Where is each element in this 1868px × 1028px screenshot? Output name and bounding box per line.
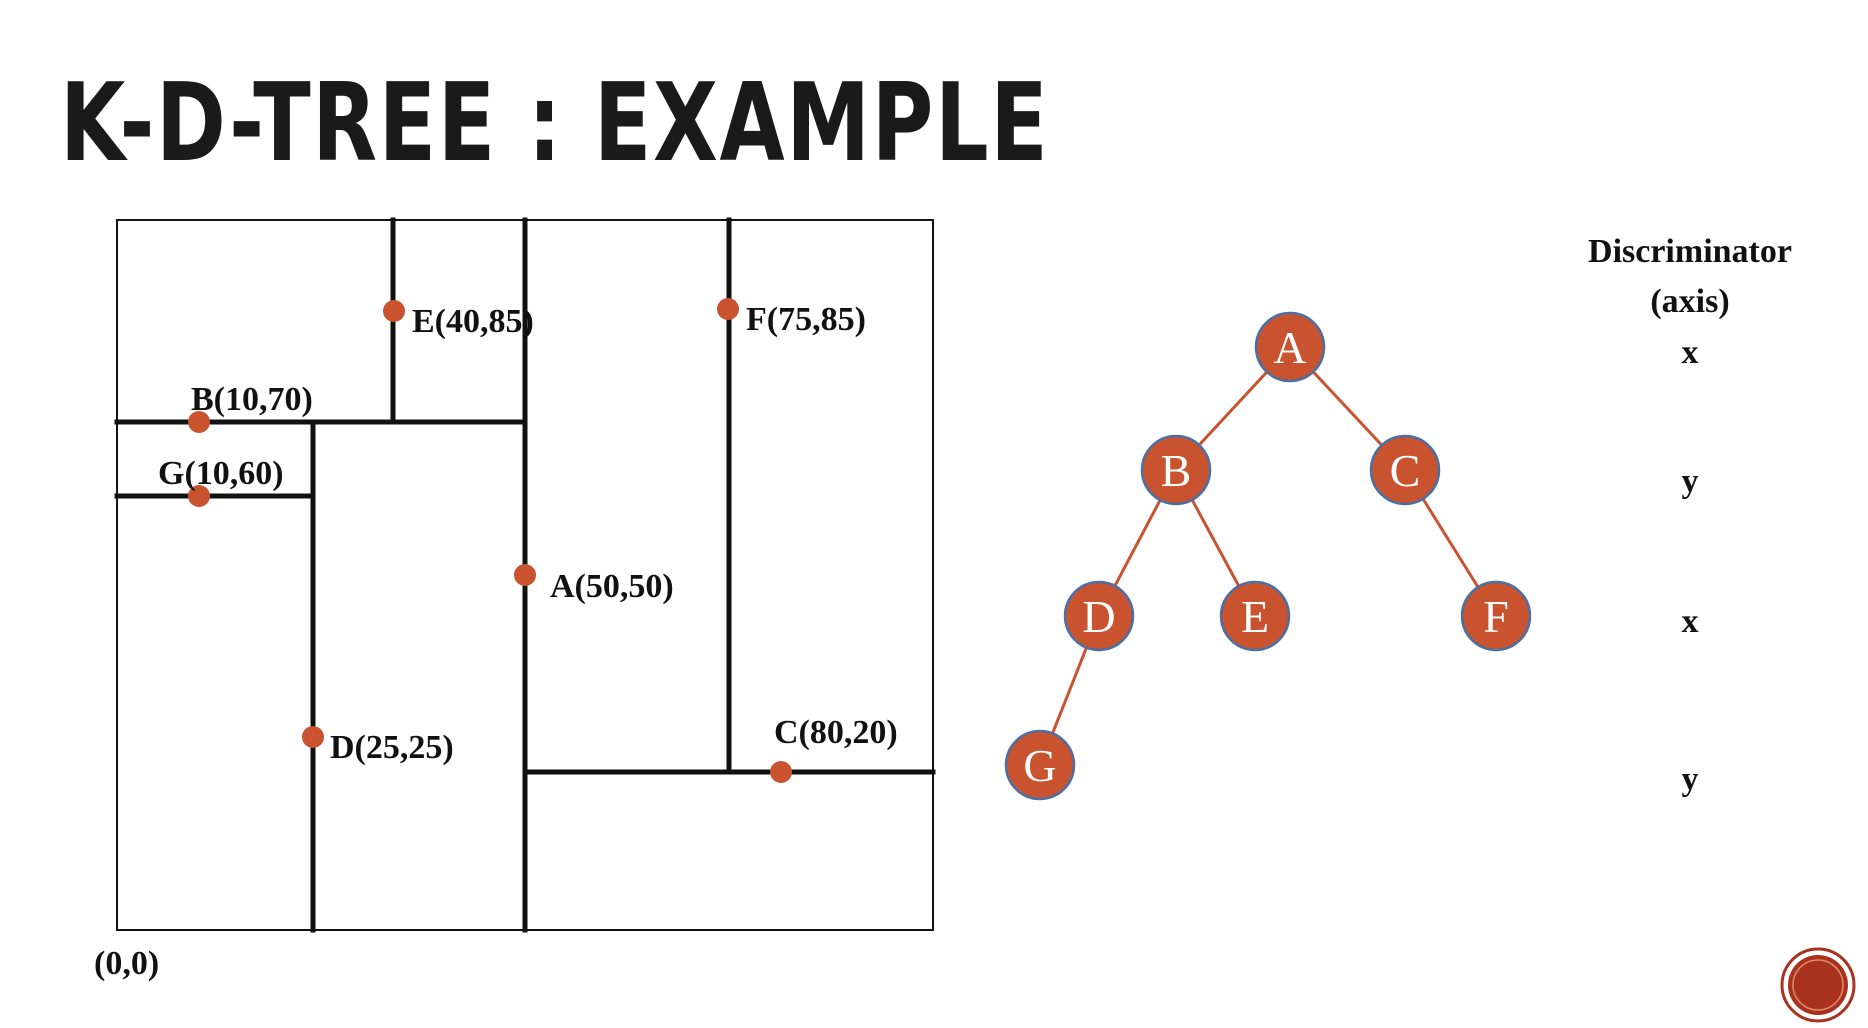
tree-node-d xyxy=(1063,580,1135,652)
point-label-d: D(25,25) xyxy=(330,729,454,766)
point-d xyxy=(302,726,324,748)
point-a xyxy=(514,564,536,586)
slide-title: K-D-TREE : EXAMPLE xyxy=(60,61,1050,186)
tree-edges xyxy=(1038,345,1498,766)
discriminator-level-0: x xyxy=(1682,334,1699,371)
point-c xyxy=(770,761,792,783)
point-labels: A(50,50) B(10,70) C(80,20) D(25,25) E(40… xyxy=(158,301,898,766)
tree-node-a xyxy=(1254,311,1326,383)
point-label-c: C(80,20) xyxy=(774,714,898,751)
point-f xyxy=(717,298,739,320)
tree-node-e xyxy=(1219,580,1291,652)
point-label-f: F(75,85) xyxy=(746,301,866,338)
tree-node-f xyxy=(1460,580,1532,652)
discriminator-column: Discriminator (axis) x y x y xyxy=(1588,233,1792,798)
discriminator-header: Discriminator xyxy=(1588,233,1792,270)
slide-badge xyxy=(1780,947,1856,1023)
tree-node-c xyxy=(1369,434,1441,506)
discriminator-level-1: y xyxy=(1682,463,1699,500)
tree-node-label-c: C xyxy=(1390,445,1421,496)
tree-node-labels: A B C D E F G xyxy=(1023,322,1508,791)
point-g xyxy=(188,485,210,507)
space-partition: A(50,50) B(10,70) C(80,20) D(25,25) E(40… xyxy=(94,217,936,982)
tree-node-b xyxy=(1140,434,1212,506)
tree-node-label-b: B xyxy=(1161,445,1192,496)
discriminator-level-3: y xyxy=(1682,761,1699,798)
point-label-e: E(40,85) xyxy=(412,303,534,340)
tree-graph: A B C D E F G xyxy=(1004,311,1532,801)
tree-node-label-g: G xyxy=(1023,740,1056,791)
tree-node-label-f: F xyxy=(1483,591,1509,642)
point-e xyxy=(383,300,405,322)
point-label-a: A(50,50) xyxy=(550,568,674,605)
tree-node-label-a: A xyxy=(1273,322,1306,373)
origin-label: (0,0) xyxy=(94,945,159,982)
tree-node-label-d: D xyxy=(1082,591,1115,642)
tree-node-label-e: E xyxy=(1241,591,1269,642)
split-lines xyxy=(114,217,936,933)
tree-nodes xyxy=(1004,311,1532,801)
data-points xyxy=(188,298,792,783)
discriminator-level-2: x xyxy=(1682,603,1699,640)
discriminator-subheader: (axis) xyxy=(1650,283,1729,320)
badge-inner-ring xyxy=(1792,959,1844,1011)
point-label-b: B(10,70) xyxy=(191,381,313,418)
badge-inner-disc xyxy=(1788,955,1848,1015)
point-b xyxy=(188,411,210,433)
point-label-g: G(10,60) xyxy=(158,455,284,492)
tree-node-g xyxy=(1004,729,1076,801)
